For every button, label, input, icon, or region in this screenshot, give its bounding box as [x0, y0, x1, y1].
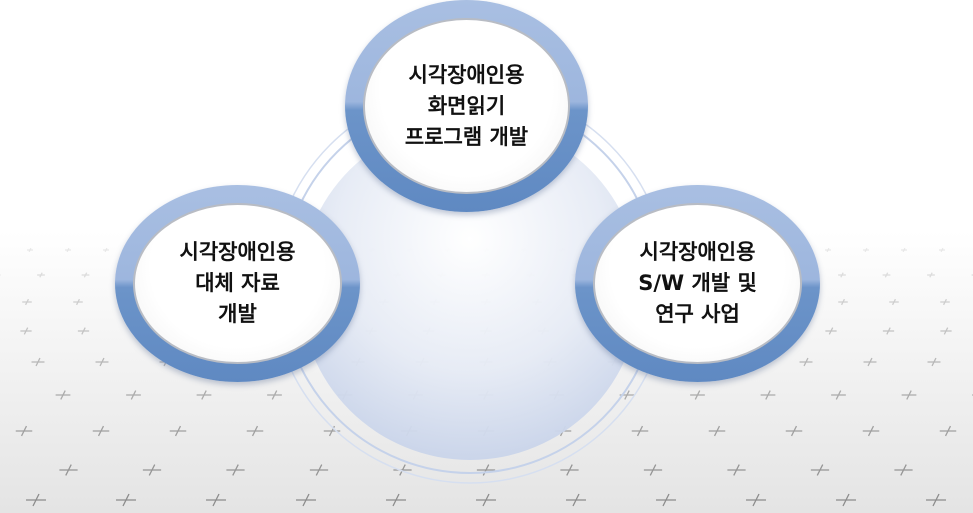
floor-cross [882, 327, 895, 335]
floor-cross [77, 327, 90, 335]
floor-cross [863, 357, 877, 367]
floor-cross [55, 390, 71, 400]
floor-cross [65, 247, 71, 253]
node-top-inner: 시각장애인용 화면읽기 프로그램 개발 [363, 18, 570, 194]
floor-cross [631, 425, 649, 437]
floor-cross [73, 298, 83, 306]
floor-cross [836, 493, 856, 507]
floor-cross [103, 247, 109, 253]
floor-cross [799, 357, 813, 367]
floor-cross [246, 425, 264, 437]
floor-cross [169, 425, 187, 437]
floor-cross [566, 493, 586, 507]
floor-cross [92, 425, 110, 437]
floor-cross [940, 298, 950, 306]
floor-cross [825, 247, 831, 253]
floor-cross [142, 464, 162, 476]
floor-cross [81, 272, 90, 278]
floor-cross [927, 272, 935, 278]
floor-cross [386, 493, 406, 507]
floor-cross [95, 357, 109, 367]
floor-cross [226, 464, 245, 476]
node-text: 연구 사업 [655, 302, 740, 326]
floor-cross [309, 464, 329, 476]
floor-cross [901, 247, 907, 253]
floor-cross [15, 425, 33, 437]
node-text: 개발 [218, 302, 257, 326]
floor-cross [746, 493, 766, 507]
floor-cross [37, 272, 45, 278]
floor-cross [901, 390, 917, 400]
floor-cross [882, 272, 891, 278]
floor-cross [863, 247, 869, 253]
floor-cross [708, 425, 726, 437]
floor-cross [727, 464, 746, 476]
floor-cross [643, 464, 663, 476]
floor-cross [940, 327, 952, 335]
floor-cross [939, 247, 945, 253]
floor-cross [126, 390, 141, 400]
node-text: 시각장애인용 [639, 240, 756, 264]
node-text: 시각장애인용 [408, 62, 525, 87]
node-text: 프로그램 개발 [404, 124, 529, 149]
floor-cross [196, 390, 212, 400]
floor-cross [31, 357, 45, 367]
floor-cross [760, 390, 776, 400]
node-right: 시각장애인용 S/W 개발 및 연구 사업 [575, 185, 820, 382]
floor-cross [22, 298, 32, 306]
center-circle [300, 120, 640, 460]
floor-cross [20, 327, 32, 335]
floor-cross [206, 493, 226, 507]
floor-cross [59, 464, 78, 476]
floor-cross [267, 390, 282, 400]
floor-cross [939, 425, 957, 437]
floor-cross [838, 272, 846, 278]
floor-cross [656, 493, 676, 507]
floor-cross [476, 493, 496, 507]
floor-cross [810, 464, 830, 476]
floor-cross [476, 464, 496, 476]
floor-cross [927, 357, 941, 367]
floor-cross [926, 493, 946, 507]
floor-cross [560, 464, 579, 476]
node-text: S/W 개발 및 [638, 271, 757, 295]
node-text: 화면읽기 [427, 93, 506, 118]
floor-cross [831, 390, 846, 400]
floor-cross [889, 298, 899, 306]
floor-cross [838, 298, 848, 306]
floor-cross [116, 493, 136, 507]
floor-cross [296, 493, 316, 507]
floor-cross [393, 464, 412, 476]
floor-cross [785, 425, 803, 437]
node-text: 대체 자료 [195, 271, 280, 295]
floor-cross [862, 425, 880, 437]
floor-cross [27, 247, 33, 253]
floor-cross [825, 327, 837, 335]
node-left-inner: 시각장애인용 대체 자료 개발 [133, 203, 342, 364]
floor-cross [894, 464, 913, 476]
node-right-inner: 시각장애인용 S/W 개발 및 연구 사업 [593, 203, 802, 364]
node-top: 시각장애인용 화면읽기 프로그램 개발 [345, 0, 588, 212]
floor-cross [26, 493, 46, 507]
floor-cross [690, 390, 705, 400]
node-text: 시각장애인용 [179, 240, 296, 264]
node-left: 시각장애인용 대체 자료 개발 [115, 185, 360, 382]
